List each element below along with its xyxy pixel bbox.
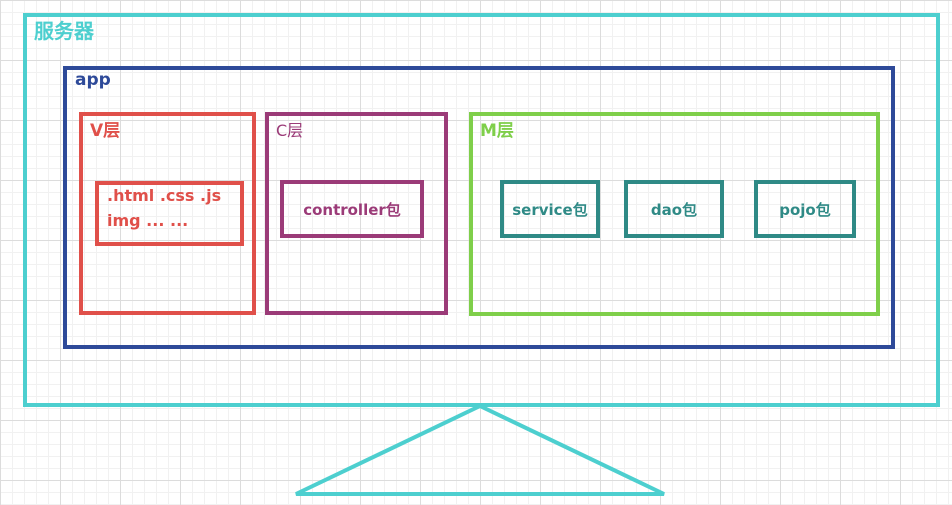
monitor-stand	[295, 403, 665, 496]
v-resources-line-2: img ... ...	[107, 211, 189, 230]
v-layer-box	[79, 112, 256, 315]
pojo-package-box: pojo包	[754, 180, 856, 238]
c-layer-box	[265, 112, 448, 315]
app-title: app	[75, 70, 111, 90]
m-layer-title: M层	[480, 121, 514, 141]
app-box	[63, 66, 895, 349]
service-package-label: service包	[512, 200, 588, 219]
dao-package-label: dao包	[650, 200, 698, 219]
service-package-box: service包	[500, 180, 600, 238]
server-title: 服务器	[34, 19, 94, 43]
m-layer-box	[469, 112, 880, 316]
controller-package-label: controller包	[303, 200, 401, 219]
v-resources-box	[95, 181, 244, 246]
pojo-package-label: pojo包	[779, 200, 831, 219]
v-resources-line-1: .html .css .js	[107, 186, 222, 205]
c-layer-title: C层	[276, 121, 304, 140]
controller-package-box: controller包	[280, 180, 424, 238]
dao-package-box: dao包	[624, 180, 724, 238]
monitor-stand-triangle	[295, 403, 665, 496]
v-layer-title: V层	[90, 121, 121, 141]
